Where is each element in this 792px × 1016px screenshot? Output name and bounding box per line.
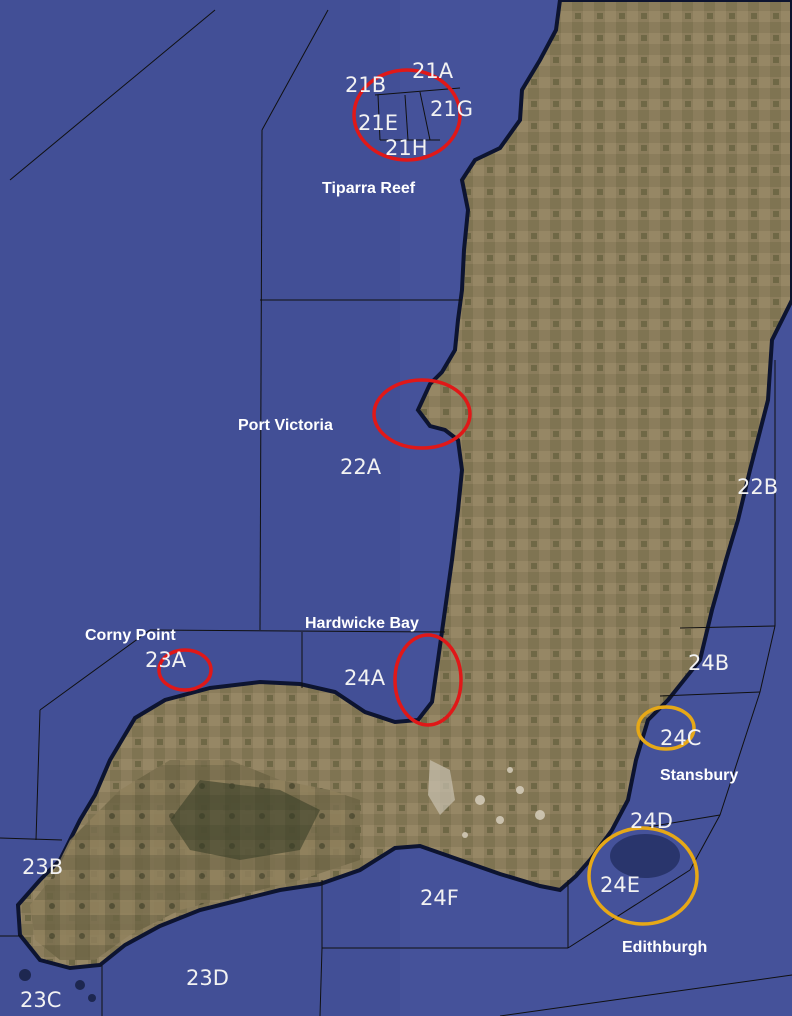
circle-port-victoria	[372, 378, 472, 450]
zone-label-21h: 21H	[385, 136, 428, 160]
zone-label-24b: 24B	[688, 651, 729, 675]
salt-lake	[462, 832, 468, 838]
zone-label-24a: 24A	[344, 666, 386, 690]
circle-hardwicke-bay	[393, 633, 463, 727]
place-label-edithburgh: Edithburgh	[622, 939, 707, 956]
vegetation-dark	[170, 780, 320, 860]
zone-label-23a: 23A	[145, 648, 187, 672]
zone-label-23c: 23C	[20, 988, 61, 1012]
salt-lake	[475, 795, 485, 805]
salt-lake	[507, 767, 513, 773]
zone-label-22a: 22A	[340, 455, 382, 479]
salt-lake	[496, 816, 504, 824]
salt-lake	[535, 810, 545, 820]
zone-label-24c: 24C	[660, 726, 701, 750]
circle-edithburgh	[587, 826, 699, 926]
zone-label-24f: 24F	[420, 886, 459, 910]
circle-stansbury	[636, 705, 696, 751]
zone-label-23b: 23B	[22, 855, 63, 879]
salt-lakes	[428, 760, 455, 815]
salt-lake	[516, 786, 524, 794]
zone-label-24e: 24E	[600, 873, 640, 897]
zone-boundaries	[0, 9, 792, 1016]
zone-label-21e: 21E	[358, 111, 398, 135]
zone-label-23d: 23D	[186, 966, 229, 990]
circle-corny-point	[157, 648, 213, 692]
place-label-corny-point: Corny Point	[85, 627, 176, 644]
highlight-circles	[157, 68, 699, 926]
zone-label-21a: 21A	[412, 59, 454, 83]
zone-label-22b: 22B	[737, 475, 778, 499]
place-label-hardwicke-bay: Hardwicke Bay	[305, 615, 419, 632]
zone-labels: 21A 21B 21E 21G 21H 22A 22B 23A 23B 23C …	[20, 59, 778, 1012]
island	[75, 980, 85, 990]
circle-tiparra-reef	[352, 68, 462, 162]
place-labels: Tiparra Reef Port Victoria Corny Point H…	[85, 180, 738, 956]
island	[19, 969, 31, 981]
place-label-tiparra-reef: Tiparra Reef	[322, 180, 416, 197]
reef	[610, 834, 680, 878]
zone-label-24d: 24D	[630, 809, 673, 833]
place-label-stansbury: Stansbury	[660, 767, 738, 784]
island	[88, 994, 96, 1002]
place-label-port-victoria: Port Victoria	[238, 417, 333, 434]
zone-label-21g: 21G	[430, 97, 473, 121]
zone-label-21b: 21B	[345, 73, 386, 97]
